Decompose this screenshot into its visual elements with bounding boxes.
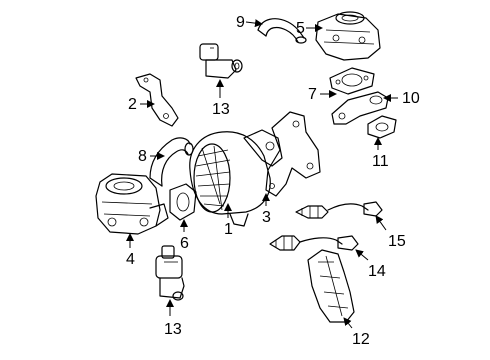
- callout-13-top: 13: [212, 101, 230, 118]
- hose-part-9: [257, 18, 307, 44]
- oxygen-sensor-part-14: [269, 235, 359, 251]
- callout-3: 3: [262, 209, 271, 226]
- callout-2: 2: [128, 96, 137, 113]
- solenoid-part-13-bottom: [155, 245, 185, 301]
- air-pump-part-1: [189, 129, 283, 227]
- callout-13-bottom: 13: [164, 321, 182, 338]
- leader-lines: [126, 19, 398, 329]
- leader-12: [343, 317, 353, 329]
- callout-labels: 9 5 13 2 7 10 11 8 1 3 6 4 13 15 14 12: [126, 14, 420, 348]
- oxygen-sensor-part-15: [295, 201, 383, 219]
- valve-housing-part-4: [95, 173, 169, 235]
- gasket-part-11: [367, 115, 397, 139]
- callout-6: 6: [180, 235, 189, 252]
- leader-9: [245, 19, 263, 28]
- callout-4: 4: [126, 251, 135, 268]
- callout-11: 11: [372, 153, 389, 170]
- bracket-part-2: [135, 73, 179, 127]
- callout-15: 15: [388, 233, 406, 250]
- callout-9: 9: [236, 14, 245, 31]
- gasket-part-6: [169, 183, 197, 221]
- callout-14: 14: [368, 263, 386, 280]
- hose-part-8: [149, 137, 194, 187]
- pipe-part-10: [331, 91, 389, 125]
- gasket-part-7: [329, 67, 375, 95]
- callout-10: 10: [402, 90, 420, 107]
- leader-14: [355, 249, 369, 261]
- bracket-part-3: [265, 111, 321, 197]
- callout-5: 5: [296, 20, 305, 37]
- leader-15: [375, 215, 387, 231]
- heat-shield-part-12: [307, 249, 355, 323]
- check-valve-part-13-top: [199, 43, 243, 79]
- callout-7: 7: [308, 86, 317, 103]
- callout-1: 1: [224, 221, 233, 238]
- callout-8: 8: [138, 148, 147, 165]
- callout-12: 12: [352, 331, 370, 348]
- valve-part-5: [315, 11, 381, 61]
